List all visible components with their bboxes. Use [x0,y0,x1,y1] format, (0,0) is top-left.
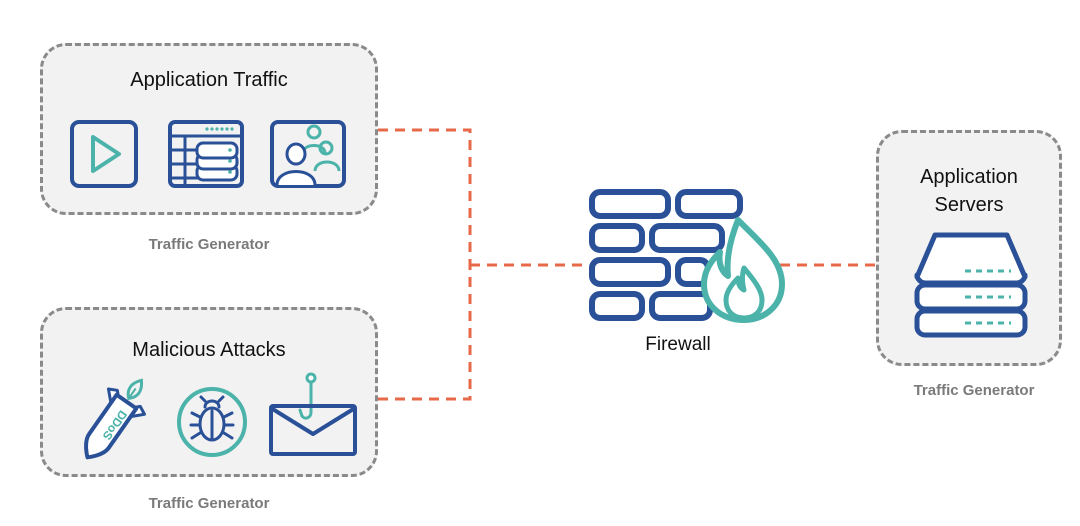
firewall-label: Firewall [645,334,711,355]
application-traffic-box: Application Traffic [40,43,378,215]
firewall-icon [589,189,785,323]
users-icon [270,120,346,188]
ddos-missile-icon: DDoS [84,378,146,460]
application-traffic-title: Application Traffic [130,69,288,91]
malicious-attacks-title: Malicious Attacks [132,339,286,361]
video-play-icon [70,120,138,188]
application-servers-caption: Traffic Generator [913,382,1035,399]
connector-malicious [378,262,472,401]
bug-icon [177,387,247,457]
application-servers-title-line2: Servers [934,194,1004,216]
phishing-mail-icon [269,372,357,456]
connector-app-traffic [378,128,472,262]
application-servers-box: Application Servers [876,130,1062,366]
malicious-attacks-box: Malicious Attacks DDoS [40,307,378,477]
application-traffic-caption: Traffic Generator [148,236,270,253]
application-servers-title-line1: Application [920,166,1018,188]
malicious-attacks-caption: Traffic Generator [148,495,270,512]
database-server-icon [168,120,244,188]
server-stack-icon [914,232,1028,338]
